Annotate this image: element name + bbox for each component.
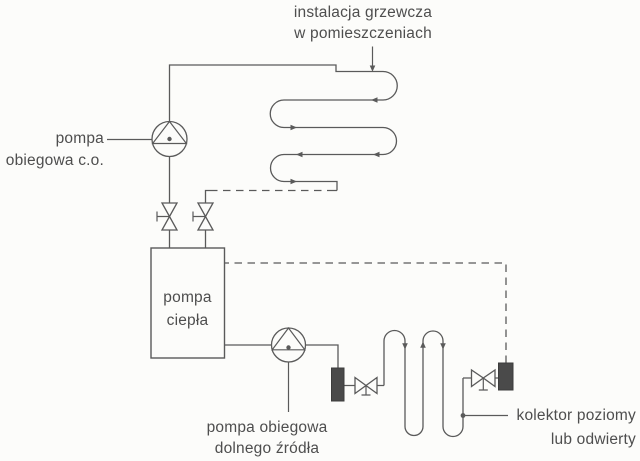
ground-supply-pipes bbox=[224, 344, 384, 387]
heating-installation-leader bbox=[369, 46, 376, 72]
return-filter-icon bbox=[498, 362, 514, 391]
co-circulation-pump-icon bbox=[151, 120, 188, 158]
co-pump-line1: pompa bbox=[55, 130, 104, 147]
heating-installation-line2: w pomieszczeniach bbox=[294, 25, 432, 42]
ground-filter-icon bbox=[331, 367, 345, 402]
collector-line2: lub odwierty bbox=[550, 431, 636, 448]
ground-pump-line2: dolnego źródła bbox=[214, 440, 320, 457]
heating-coil bbox=[168, 64, 398, 191]
flow-arrows bbox=[290, 97, 446, 350]
collector-label: kolektor poziomy lub odwierty bbox=[478, 404, 636, 452]
ground-pump-icon bbox=[270, 326, 307, 363]
heat-pump-line1: pompa bbox=[163, 289, 212, 306]
collector-line1: kolektor poziomy bbox=[516, 407, 636, 424]
ground-collector-coil bbox=[383, 329, 464, 438]
collector-leader bbox=[460, 413, 508, 418]
ground-return-valve-icon bbox=[470, 368, 496, 391]
co-pump-label: pompa obiegowa c.o. bbox=[0, 128, 104, 172]
brine-return-dashed-line bbox=[224, 262, 507, 363]
ground-source-loop bbox=[224, 262, 507, 438]
heating-installation-line1: instalacja grzewcza bbox=[293, 4, 433, 21]
heating-installation-label: instalacja grzewcza w pomieszczeniach bbox=[282, 2, 444, 44]
ground-pump-label: pompa obiegowa dolnego źródła bbox=[188, 417, 346, 459]
heat-pump-line2: ciepła bbox=[166, 312, 209, 329]
co-pump-line2: obiegowa c.o. bbox=[5, 152, 104, 169]
room-heating-loop bbox=[168, 64, 398, 248]
coil-return-elbows bbox=[204, 189, 337, 203]
ground-supply-valve-icon bbox=[354, 376, 378, 396]
heat-pump-label: pompa ciepła bbox=[151, 286, 224, 332]
co-supply-valve-icon bbox=[156, 202, 179, 231]
ground-pump-line1: pompa obiegowa bbox=[206, 419, 328, 436]
co-connection-pipes bbox=[168, 156, 207, 248]
heat-pump-box bbox=[150, 247, 226, 359]
co-return-valve-icon bbox=[192, 202, 215, 231]
